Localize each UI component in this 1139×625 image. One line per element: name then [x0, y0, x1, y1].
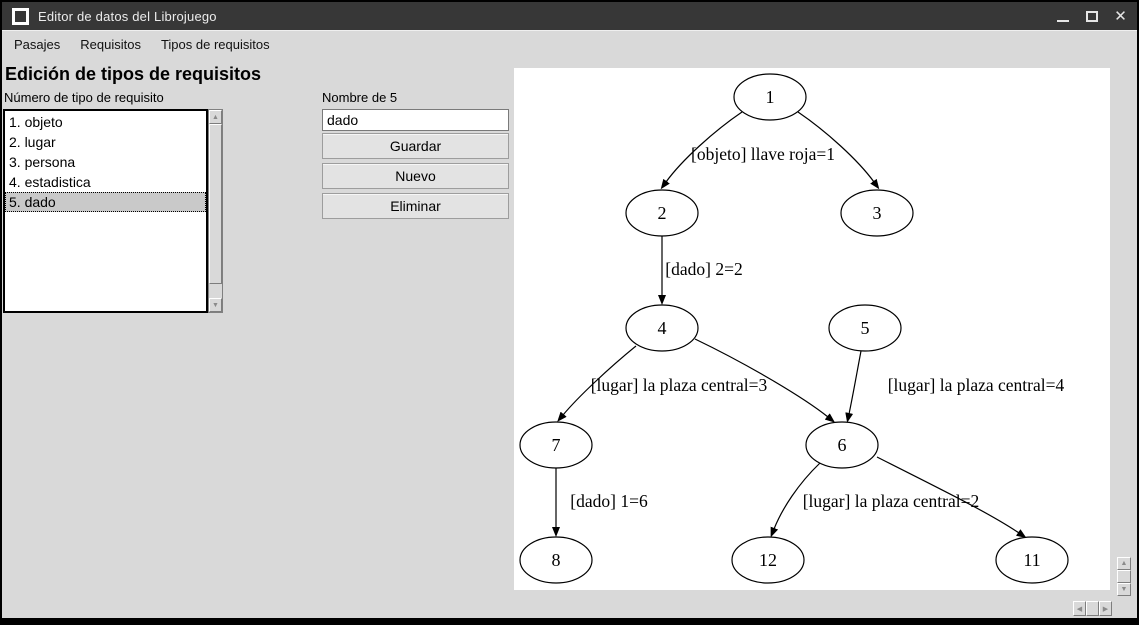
menu-tipos-de-requisitos[interactable]: Tipos de requisitos	[160, 37, 270, 52]
list-scrollbar[interactable]: ▲ ▼	[208, 109, 223, 313]
scroll-down-icon[interactable]: ▼	[1117, 583, 1131, 596]
name-label: Nombre de 5	[322, 90, 398, 105]
title-bar[interactable]: Editor de datos del Librojuego ✕	[2, 2, 1137, 30]
list-item[interactable]: 2. lugar	[9, 134, 56, 150]
graph-node-label-2: 2	[658, 203, 667, 223]
edge-label-5-6: [lugar] la plaza central=4	[888, 375, 1065, 395]
graph-node-label-1: 1	[766, 87, 775, 107]
menu-bar: Pasajes Requisitos Tipos de requisitos	[2, 30, 1137, 58]
scroll-down-icon[interactable]: ▼	[209, 298, 222, 312]
graph-node-label-8: 8	[552, 550, 561, 570]
minimize-icon	[1056, 19, 1069, 22]
maximize-button[interactable]	[1077, 2, 1106, 30]
save-button[interactable]: Guardar	[322, 133, 509, 159]
app-icon	[12, 7, 29, 25]
graph-node-label-3: 3	[873, 203, 882, 223]
edge-label-1-2: [objeto] llave roja=1	[691, 144, 835, 164]
minimize-button[interactable]	[1048, 2, 1077, 30]
window-controls: ✕	[1048, 2, 1135, 30]
edge-5-6	[845, 350, 862, 423]
maximize-icon	[1085, 10, 1098, 22]
edge-label-2-4: [dado] 2=2	[665, 259, 742, 279]
list-item[interactable]: 5. dado	[5, 192, 206, 212]
delete-button[interactable]: Eliminar	[322, 193, 509, 219]
graph-node-1	[733, 73, 807, 121]
graph-node-label-5: 5	[861, 318, 870, 338]
scroll-up-icon[interactable]: ▲	[1117, 557, 1131, 570]
graph-node-7	[519, 421, 593, 469]
edge-label-7-8: [dado] 1=6	[570, 491, 648, 511]
list-label: Número de tipo de requisito	[4, 90, 164, 105]
edge-label-4-7: [lugar] la plaza central=3	[591, 375, 768, 395]
graph-node-5	[828, 304, 902, 352]
graph-node-label-12: 12	[759, 550, 777, 570]
graph-node-4	[625, 304, 699, 352]
graph-hscroll-thumb[interactable]	[1086, 601, 1099, 616]
list-scrollbar-thumb[interactable]	[209, 124, 222, 284]
scroll-up-icon[interactable]: ▲	[209, 110, 222, 124]
list-item[interactable]: 3. persona	[9, 154, 76, 170]
graph-node-label-4: 4	[658, 318, 667, 338]
name-input[interactable]	[322, 109, 509, 131]
graph-node-3	[840, 189, 914, 237]
list-item[interactable]: 4. estadistica	[9, 174, 91, 190]
list-item[interactable]: 1. objeto	[9, 114, 63, 130]
graph-node-label-6: 6	[838, 435, 847, 455]
edge-label-6-12: [lugar] la plaza central=2	[803, 491, 980, 511]
graph-node-label-11: 11	[1023, 550, 1040, 570]
graph-node-6	[805, 421, 879, 469]
graph-vertical-scrollbar[interactable]: ▲ ▼	[1117, 557, 1131, 596]
page-title: Edición de tipos de requisitos	[5, 64, 262, 84]
graph-node-2	[625, 189, 699, 237]
graph-vscroll-thumb[interactable]	[1117, 570, 1131, 583]
new-button[interactable]: Nuevo	[322, 163, 509, 189]
edge-1-2	[660, 111, 743, 190]
graph-horizontal-scrollbar[interactable]: ◀ ▶	[1073, 601, 1112, 616]
graph-node-11	[995, 536, 1069, 584]
graph-node-8	[519, 536, 593, 584]
edge-1-3	[797, 111, 880, 190]
window-title: Editor de datos del Librojuego	[38, 8, 217, 24]
edge-6-11	[876, 456, 1027, 539]
menu-requisitos[interactable]: Requisitos	[80, 37, 141, 52]
scroll-right-icon[interactable]: ▶	[1099, 601, 1112, 616]
scroll-left-icon[interactable]: ◀	[1073, 601, 1086, 616]
close-icon: ✕	[1114, 7, 1127, 25]
edge-4-7	[557, 345, 637, 422]
close-button[interactable]: ✕	[1106, 2, 1135, 30]
graph-node-12	[731, 536, 805, 584]
menu-pasajes[interactable]: Pasajes	[14, 37, 61, 52]
requisito-list[interactable]: 1. objeto 2. lugar 3. persona 4. estadistic…	[3, 109, 208, 313]
edge-4-6	[694, 338, 836, 423]
edge-6-12	[770, 462, 821, 538]
graph-node-label-7: 7	[552, 435, 561, 455]
